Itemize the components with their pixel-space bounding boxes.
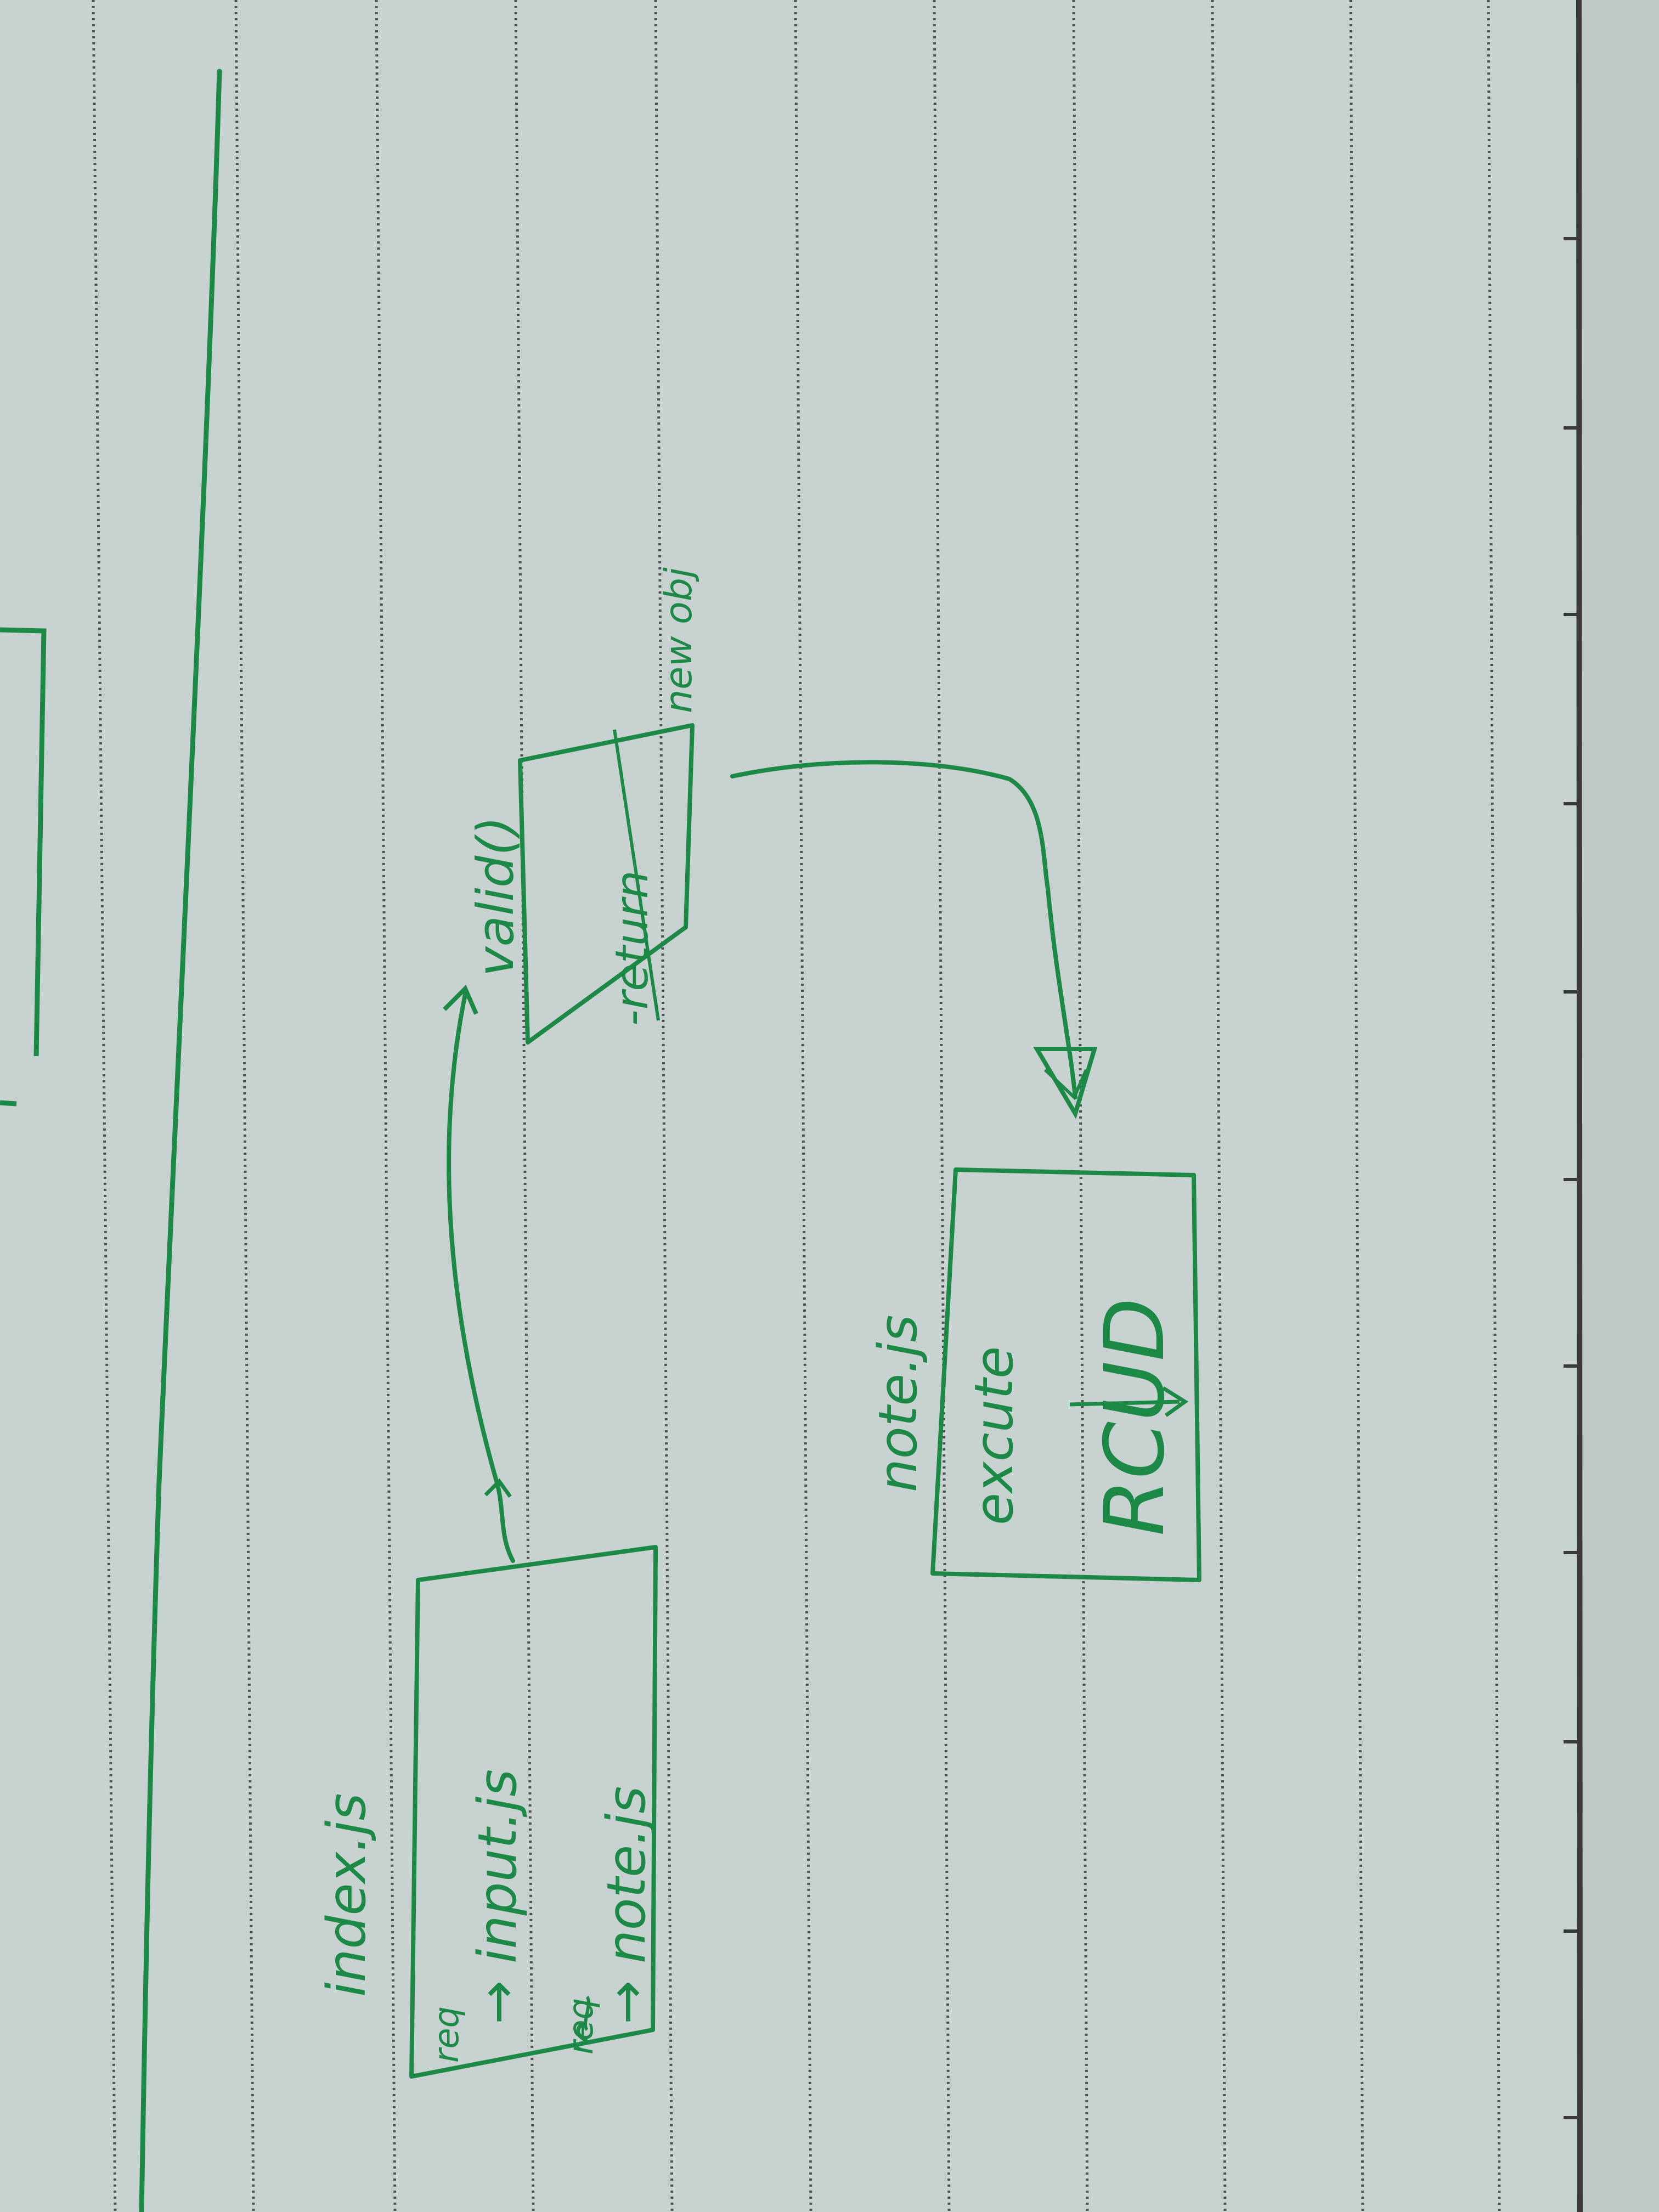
note-title: note.js — [867, 1315, 929, 1492]
rule-line — [1349, 0, 1364, 2212]
rule-line — [1072, 0, 1089, 2212]
rule-line — [92, 0, 117, 2212]
valid-box: valid() -return new obj — [466, 567, 701, 1045]
valid-title: valid() — [466, 816, 525, 977]
arrow-index-to-valid — [447, 992, 515, 1563]
index-req-2: req — [561, 1998, 601, 2055]
note-box-outline — [930, 1167, 1201, 1582]
rule-line — [1487, 0, 1501, 2212]
ruled-lines — [92, 0, 1501, 2212]
rule-line — [654, 0, 674, 2212]
arrow-head — [443, 985, 478, 1015]
rule-line — [1211, 0, 1227, 2212]
note-line-rcud: RCUD — [1087, 1298, 1183, 1536]
rule-line — [933, 0, 951, 2212]
index-box-outline — [409, 1545, 658, 2079]
page-edge — [1576, 0, 1583, 2212]
index-line-input: → input.js — [467, 1769, 528, 2024]
rule-line — [794, 0, 812, 2212]
valid-box-outline — [518, 723, 695, 1045]
valid-line-return: -return — [606, 870, 658, 1026]
rule-line — [234, 0, 255, 2212]
index-box: index.js req → input.js req → note.js — [316, 1545, 658, 2079]
partial-box — [0, 627, 47, 1057]
note-box: note.js excute RCUD — [867, 1167, 1201, 1582]
index-line-note: → note.js — [596, 1786, 657, 2024]
index-req-1: req — [426, 2006, 466, 2063]
rule-line — [514, 0, 535, 2212]
margin-line — [139, 69, 222, 2212]
note-line-excute: excute — [963, 1346, 1025, 1525]
arrow-valid-to-note — [730, 760, 1077, 1099]
index-title: index.js — [316, 1793, 377, 1997]
valid-line-new-obj: new obj — [657, 567, 701, 713]
rule-line — [375, 0, 397, 2212]
down-arrow — [1069, 1386, 1189, 1417]
edge-ticks — [1564, 237, 1580, 2119]
